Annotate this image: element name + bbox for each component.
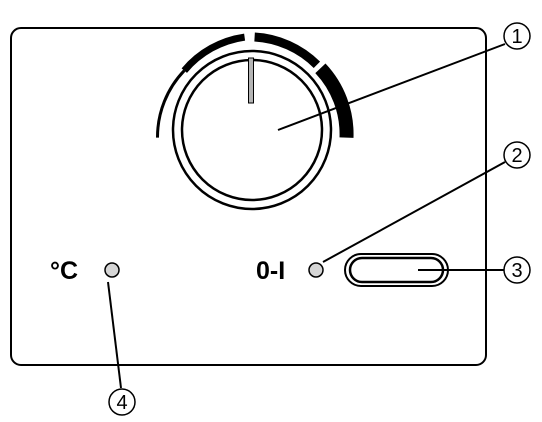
leader-line-2: [322, 161, 506, 263]
leader-line-1: [277, 43, 506, 131]
temperature-dial-knob[interactable]: [171, 49, 333, 211]
panel-outline: [10, 27, 487, 366]
callout-circle: [503, 22, 531, 50]
callout-number: 1: [511, 26, 522, 48]
temperature-label: °C: [50, 257, 78, 285]
callout-circle: [503, 141, 531, 169]
callout-circle: [503, 256, 531, 284]
dial-scale-segment-1: [181, 33, 246, 73]
callout-2: 2: [503, 141, 531, 169]
callout-number: 2: [511, 145, 522, 167]
power-label: 0-I: [256, 257, 285, 285]
dial-scale-segment-3: [315, 63, 354, 138]
callout-4: 4: [108, 388, 136, 416]
power-led: [308, 262, 324, 278]
callout-1: 1: [503, 22, 531, 50]
callout-number: 3: [511, 260, 522, 282]
callout-circle: [108, 388, 136, 416]
callout-3: 3: [503, 256, 531, 284]
dial-scale-thin-arc: [155, 69, 186, 138]
leader-line-4: [107, 281, 122, 389]
callout-leaders: [107, 43, 506, 389]
temperature-led: [104, 262, 120, 278]
dial-scale: [155, 32, 354, 138]
knob-pointer: [248, 57, 254, 104]
callout-number: 4: [116, 392, 127, 414]
dial-scale-segment-2: [254, 32, 321, 69]
